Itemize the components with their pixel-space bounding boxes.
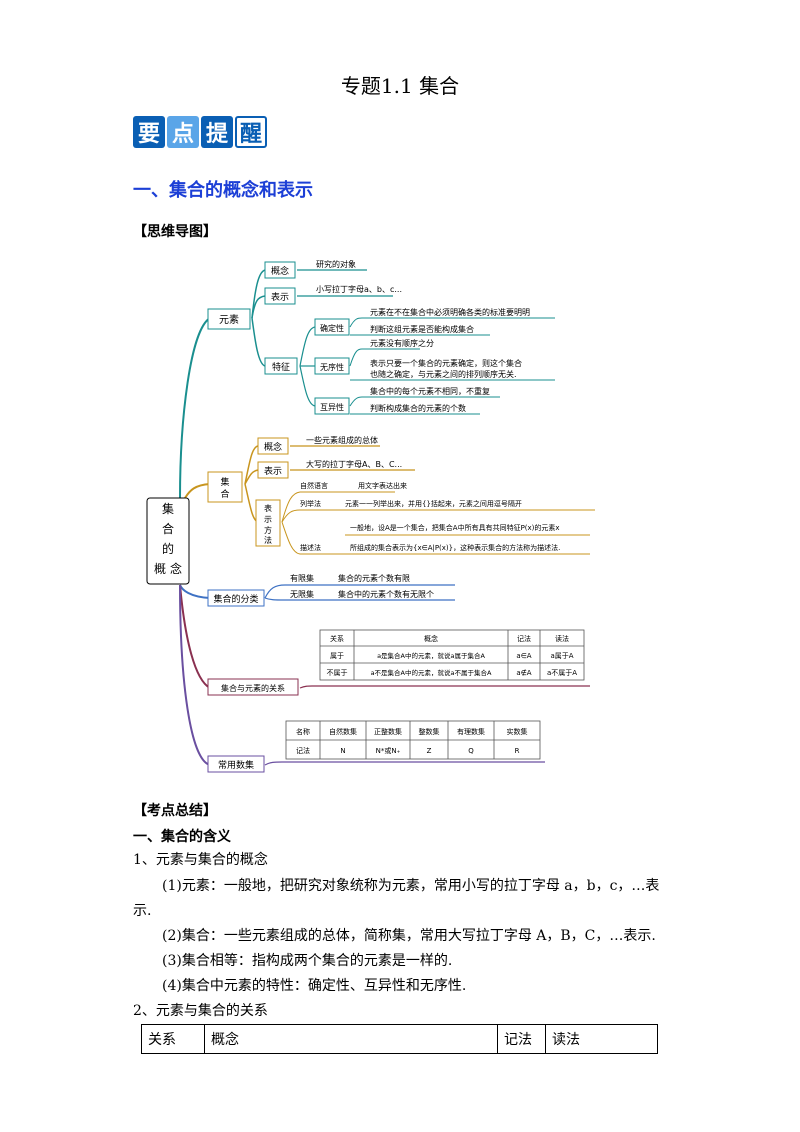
num-cell: R (515, 747, 520, 755)
node-fangfa-char: 示 (264, 515, 272, 524)
node-jh-gainian: 概念 (264, 441, 282, 453)
root-char: 念 (170, 561, 182, 576)
node-huyi-desc: 判断构成集合的元素的个数 (370, 403, 466, 413)
table-row: 关系 概念 记法 读法 (141, 1024, 658, 1054)
node-queding-desc: 元素在不在集合中必须明确各类的标准要明明 (370, 307, 530, 317)
node-ziran-desc: 用文字表达出来 (358, 481, 407, 490)
node-huyi: 互异性 (320, 402, 344, 412)
rel-cell: a是集合A中的元素，就说a属于集合A (377, 651, 485, 660)
num-cell: 记法 (296, 746, 310, 755)
rel-cell: 属于 (330, 652, 344, 660)
summary-label: 【考点总结】 (133, 803, 217, 819)
relation-table: 关系 概念 记法 读法 (141, 1024, 658, 1054)
rel-cell: a不是集合A中的元素，就说a不属于集合A (371, 668, 492, 677)
branch-line (179, 584, 211, 599)
root-char: 的 (162, 541, 174, 556)
num-header: 名称 (296, 727, 310, 736)
node-biaoshi: 表示 (271, 291, 289, 303)
node-jh-gainian-desc: 一些元素组成的总体 (306, 435, 378, 445)
badge-char: 要 (133, 116, 165, 148)
node-wuxian-desc: 集合中的元素个数有无限个 (338, 589, 434, 599)
paragraph: (1)元素：一般地，把研究对象统称为元素，常用小写的拉丁字母 a，b，c，…表 (162, 878, 660, 894)
mindmap-label: 【思维导图】 (133, 224, 217, 240)
node-jh-biaoshi: 表示 (264, 465, 282, 477)
root-char: 概 (154, 562, 166, 576)
rel-header: 记法 (517, 634, 531, 643)
node-miaoshufa-desc: 一般地，设A是一个集合，把集合A中所有具有共同特征P(x)的元素x (350, 523, 560, 532)
section-heading: 一、集合的概念和表示 (133, 180, 313, 201)
node-fangfa-char: 表 (264, 503, 272, 513)
table-header: 关系 (141, 1024, 205, 1054)
num-cell: N*或N₊ (376, 746, 401, 755)
num-header: 自然数集 (329, 727, 357, 736)
table-header: 记法 (497, 1024, 546, 1054)
key-points-badge: 要 点 提 醒 (133, 116, 267, 150)
sub-heading: 2、元素与集合的关系 (133, 1003, 268, 1019)
table-header: 读法 (545, 1024, 658, 1054)
badge-char: 醒 (235, 116, 267, 148)
badge-char: 提 (201, 116, 233, 148)
badge-char: 点 (167, 116, 199, 148)
rel-cell: a不属于A (547, 669, 577, 677)
root-char: 集 (162, 501, 174, 516)
paragraph: (4)集合中元素的特性：确定性、互异性和无序性. (162, 978, 467, 994)
node-biaoshi-desc: 小写拉丁字母a、b、c... (316, 284, 402, 294)
node-jh-biaoshi-desc: 大写的拉丁字母A、B、C... (306, 459, 402, 469)
node-huyi-desc: 集合中的每个元素不相同，不重复 (370, 386, 490, 396)
sub-heading: 1、元素与集合的概念 (133, 852, 268, 868)
rel-cell: 不属于 (327, 669, 348, 677)
rel-cell: a∉A (516, 669, 531, 677)
node-queding-desc: 判断这组元素是否能构成集合 (370, 324, 474, 334)
paragraph: (3)集合相等：指构成两个集合的元素是一样的. (162, 953, 453, 969)
node-gainian: 概念 (271, 265, 289, 277)
node-liejufa: 列举法 (300, 499, 321, 508)
paragraph: (2)集合：一些元素组成的总体，简称集，常用大写拉丁字母 A，B，C，…表示. (162, 928, 656, 944)
subsection-heading: 一、集合的含义 (133, 829, 231, 845)
node-jihe-char: 集 (220, 476, 229, 488)
num-cell: Z (427, 747, 432, 755)
node-ziran: 自然语言 (300, 481, 328, 490)
rel-cell: a属于A (550, 652, 573, 660)
branch-line (179, 584, 211, 689)
num-cell: N (340, 747, 345, 755)
node-tezheng: 特征 (272, 361, 290, 373)
node-liejufa-desc: 元素一一列举出来，并用{}括起来，元素之间用逗号隔开 (345, 499, 522, 508)
rel-cell: a∈A (516, 652, 531, 660)
num-cell: Q (468, 747, 474, 755)
node-guanxi: 集合与元素的关系 (221, 683, 285, 693)
node-wuxu-desc: 也随之确定，与元素之间的排列顺序无关. (370, 369, 517, 379)
num-header: 正整数集 (374, 727, 402, 736)
node-wuxu-desc: 表示只要一个集合的元素确定，则这个集合 (370, 358, 522, 368)
node-fangfa-char: 法 (264, 535, 272, 545)
node-miaoshufa-desc: 所组成的集合表示为{x∈A|P(x)}，这种表示集合的方法称为描述法. (350, 543, 560, 552)
node-gainian-desc: 研究的对象 (316, 259, 356, 269)
branch-line (179, 317, 211, 499)
num-header: 实数集 (507, 727, 528, 736)
rel-header: 关系 (330, 634, 344, 643)
paragraph: 示. (133, 903, 152, 919)
node-wuxu-desc: 元素没有顺序之分 (370, 338, 434, 348)
num-header: 整数集 (419, 727, 440, 736)
node-changyong: 常用数集 (218, 759, 254, 771)
node-wuxu: 无序性 (320, 362, 344, 372)
node-fangfa-char: 方 (264, 525, 272, 535)
node-miaoshufa: 描述法 (300, 543, 321, 552)
table-header: 概念 (204, 1024, 498, 1054)
node-youxian: 有限集 (290, 573, 314, 583)
root-char: 合 (162, 521, 174, 536)
rel-header: 概念 (424, 634, 438, 643)
mind-map: 集 合 的 概 念 元素 概念 研究的对象 表示 小写拉丁字母a、b、c... … (146, 259, 595, 773)
node-yuansu: 元素 (219, 313, 239, 326)
branch-line (184, 483, 211, 499)
node-wuxian: 无限集 (290, 589, 314, 599)
node-youxian-desc: 集合的元素个数有限 (338, 573, 410, 583)
rel-header: 读法 (555, 634, 569, 643)
node-jihe-char: 合 (220, 488, 229, 500)
node-queding: 确定性 (320, 323, 344, 333)
num-header: 有理数集 (457, 727, 485, 736)
page-title: 专题1.1 集合 (340, 74, 460, 98)
node-fenlei: 集合的分类 (213, 593, 258, 605)
branch-line (179, 584, 211, 766)
